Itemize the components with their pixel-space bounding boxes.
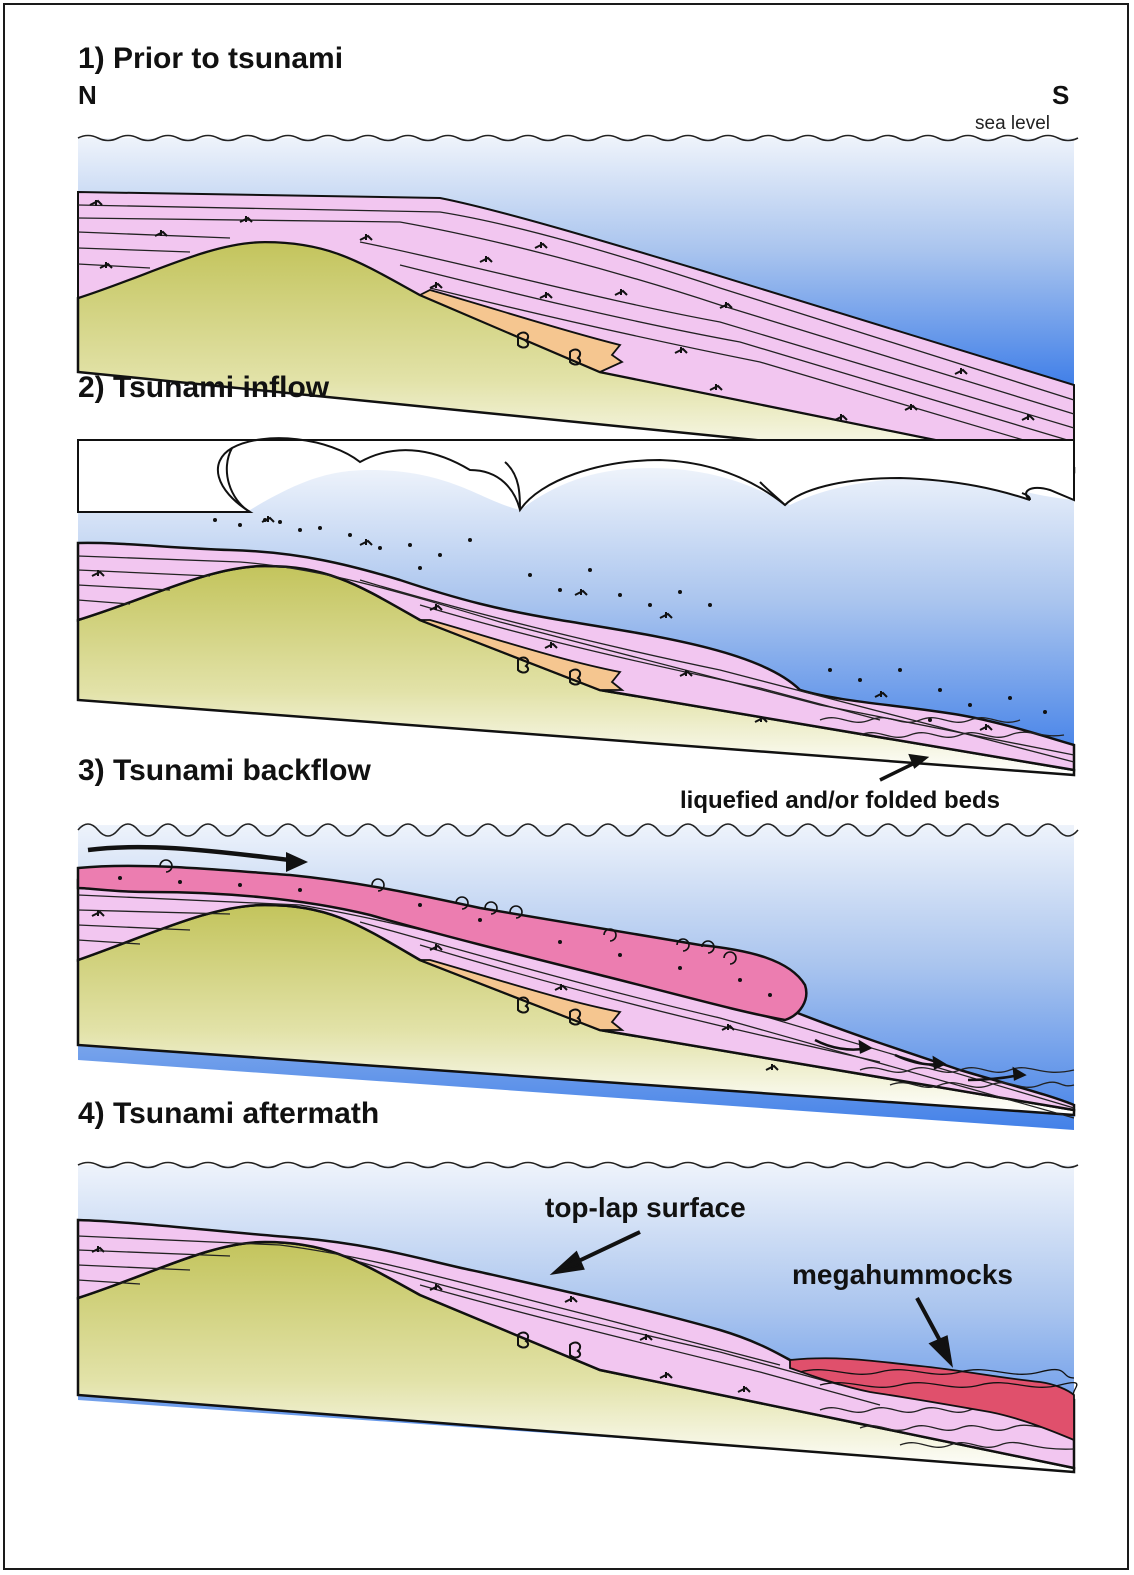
folded-beds-label: liquefied and/or folded beds [680, 787, 1000, 814]
panel-title: 3) Tsunami backflow [78, 754, 372, 787]
panel-title: 1) Prior to tsunami [78, 42, 343, 75]
sea-level-label: sea level [975, 113, 1050, 134]
north-label: N [78, 80, 97, 110]
toplap-label: top-lap surface [545, 1192, 746, 1223]
panel-prior-to-tsunami: 1) Prior to tsunami N S sea level [78, 42, 1078, 472]
megahummocks-label: megahummocks [792, 1259, 1013, 1290]
panel-title: 4) Tsunami aftermath [78, 1097, 379, 1130]
panel-title: 2) Tsunami inflow [78, 371, 330, 404]
south-label: S [1052, 80, 1069, 110]
